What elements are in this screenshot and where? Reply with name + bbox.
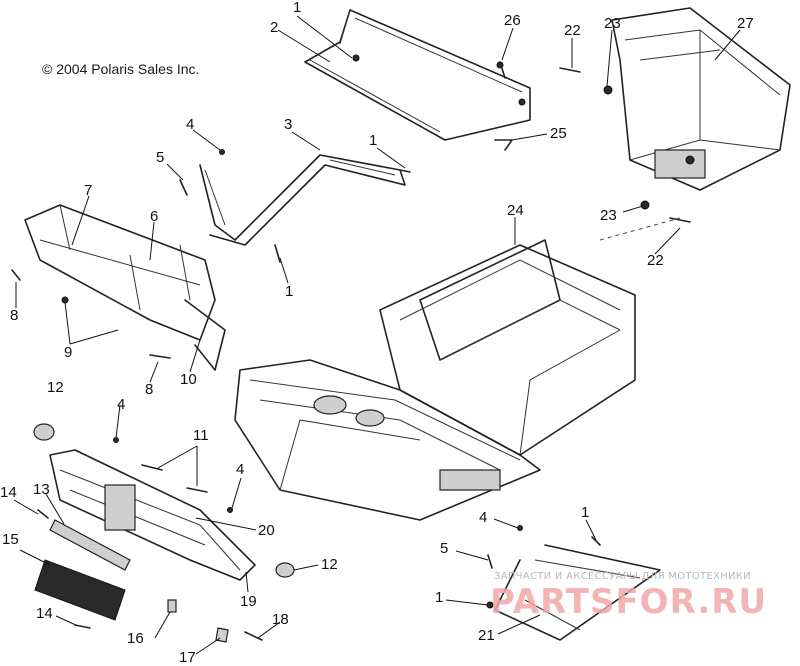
- callout-10: 10: [180, 371, 197, 388]
- callout-6: 6: [150, 208, 159, 225]
- callout-14: 14: [36, 605, 53, 622]
- grommet-part-12: [33, 423, 295, 578]
- callout-5: 5: [440, 540, 449, 557]
- watermark-logo: PARTSFOR.RU: [490, 582, 768, 622]
- bracket-part-3: [199, 154, 406, 246]
- callout-13: 13: [33, 481, 50, 498]
- callout-12: 12: [47, 379, 64, 396]
- callout-4: 4: [186, 116, 195, 133]
- callout-19: 19: [240, 593, 257, 610]
- callout-8: 8: [10, 307, 19, 324]
- callout-1: 1: [369, 132, 378, 149]
- main-frame-part-24: [234, 239, 636, 521]
- callout-21: 21: [478, 627, 495, 644]
- callout-23: 23: [604, 15, 621, 32]
- front-frame-part-6: [24, 204, 226, 371]
- callout-5: 5: [156, 149, 165, 166]
- rack-frame-part-2: [304, 9, 531, 141]
- callout-1: 1: [293, 0, 302, 16]
- callout-11: 11: [193, 427, 209, 444]
- callout-4: 4: [236, 461, 245, 478]
- callout-1: 1: [285, 283, 294, 300]
- copyright-text: © 2004 Polaris Sales Inc.: [42, 61, 200, 77]
- fasteners: [11, 61, 691, 643]
- callout-27: 27: [737, 15, 754, 32]
- mesh-grille-part-15: [34, 559, 126, 621]
- callout-7: 7: [84, 182, 93, 199]
- callout-1: 1: [435, 589, 444, 606]
- callout-22: 22: [647, 252, 664, 269]
- callout-24: 24: [507, 202, 524, 219]
- grille-strip-part-13: [49, 519, 131, 571]
- rear-frame-part-27: [611, 7, 791, 191]
- callout-1: 1: [581, 504, 590, 521]
- step-bar-part-21: [494, 544, 661, 641]
- callout-3: 3: [284, 116, 293, 133]
- callout-26: 26: [504, 12, 521, 29]
- callout-4: 4: [479, 509, 488, 526]
- leader-lines: [13, 15, 741, 655]
- watermark-tagline: ЗАПЧАСТИ И АКСЕССУАРЫ ДЛЯ МОТОТЕХНИКИ: [494, 571, 751, 582]
- callout-9: 9: [64, 344, 73, 361]
- callout-22: 22: [564, 22, 581, 39]
- callout-23: 23: [600, 207, 617, 224]
- callout-15: 15: [2, 531, 19, 548]
- callout-25: 25: [550, 125, 567, 142]
- callout-17: 17: [179, 649, 196, 666]
- callout-12: 12: [321, 556, 338, 573]
- callout-16: 16: [127, 630, 144, 647]
- bumper-part-20: [49, 449, 256, 581]
- callout-8: 8: [145, 381, 154, 398]
- callout-14: 14: [0, 484, 17, 501]
- callout-20: 20: [258, 522, 275, 539]
- callout-18: 18: [272, 611, 289, 628]
- callout-2: 2: [270, 19, 279, 36]
- callout-4: 4: [117, 396, 126, 413]
